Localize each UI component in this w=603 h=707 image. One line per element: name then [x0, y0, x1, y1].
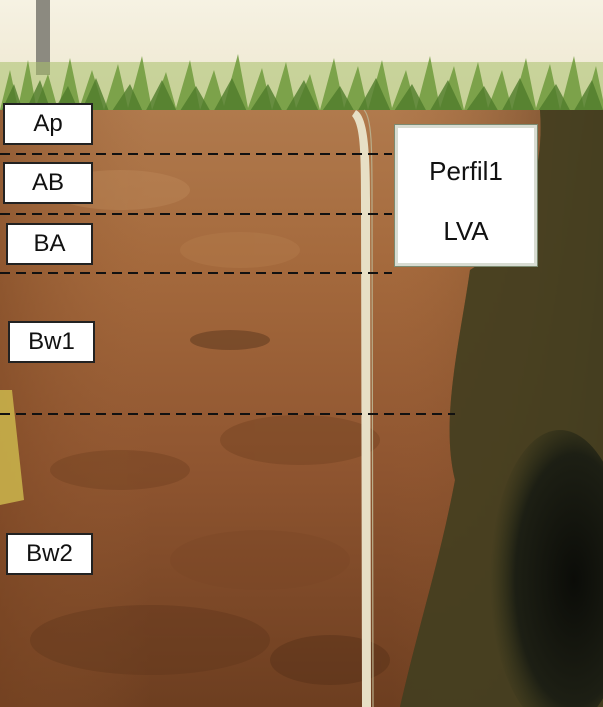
pole [36, 0, 50, 75]
horizon-label-bw1: Bw1 [8, 321, 95, 363]
horizon-label-bw2: Bw2 [6, 533, 93, 575]
soil-texture [30, 170, 390, 685]
horizon-label-ap: Ap [3, 103, 93, 145]
right-wall [400, 110, 603, 707]
measuring-rod [352, 109, 374, 707]
profile-sign: Perfil1 LVA [395, 125, 537, 266]
yellow-stick [0, 390, 24, 505]
grass [0, 54, 603, 120]
horizon-boundaries [0, 153, 455, 415]
horizon-label-ba: BA [6, 223, 93, 265]
horizon-label-ab: AB [3, 162, 93, 204]
profile-name: Perfil1 [429, 156, 503, 186]
soil-class: LVA [443, 216, 489, 246]
